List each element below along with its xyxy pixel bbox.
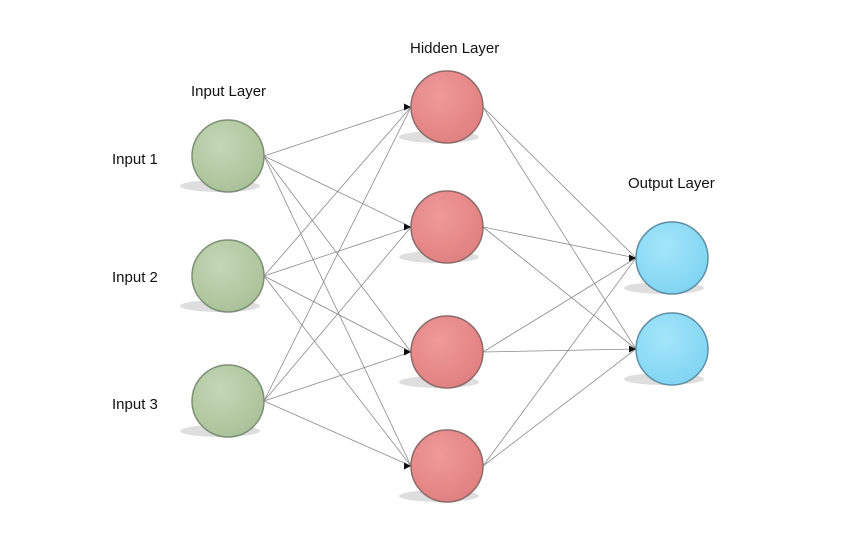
edge-input-3-to-hidden-3 xyxy=(263,351,412,402)
edge-hidden-4-to-output-2 xyxy=(482,348,637,467)
hidden-node-4 xyxy=(410,429,484,503)
edge-input-1-to-hidden-4 xyxy=(263,155,412,467)
arrowhead-hidden-3 xyxy=(404,348,411,356)
edge-input-1-to-hidden-1 xyxy=(263,106,412,157)
hidden-node-1 xyxy=(410,70,484,144)
edge-hidden-4-to-output-1 xyxy=(482,257,637,467)
edge-hidden-2-to-output-1 xyxy=(482,226,637,259)
nodes xyxy=(191,70,709,503)
input-node-2 xyxy=(191,239,265,313)
edge-input-2-to-hidden-4 xyxy=(263,275,412,467)
edge-hidden-2-to-output-2 xyxy=(482,226,637,350)
edge-hidden-3-to-output-2 xyxy=(482,348,637,353)
hidden-node-3 xyxy=(410,315,484,389)
edge-hidden-1-to-output-1 xyxy=(482,106,637,259)
edge-hidden-1-to-output-2 xyxy=(482,106,637,350)
connection-lines xyxy=(263,106,637,467)
edge-input-2-to-hidden-1 xyxy=(263,106,412,277)
edge-hidden-3-to-output-1 xyxy=(482,257,637,353)
arrowhead-hidden-2 xyxy=(404,223,411,231)
output-layer-title: Output Layer xyxy=(628,175,715,192)
edge-input-3-to-hidden-2 xyxy=(263,226,412,402)
input-layer-title: Input Layer xyxy=(191,83,266,100)
input-label-2: Input 2 xyxy=(112,269,158,286)
output-node-2 xyxy=(635,312,709,386)
arrowhead-hidden-1 xyxy=(404,103,411,111)
arrowhead-hidden-4 xyxy=(404,462,411,470)
input-label-3: Input 3 xyxy=(112,396,158,413)
arrowheads xyxy=(404,103,636,470)
arrowhead-output-1 xyxy=(629,254,636,262)
edge-input-2-to-hidden-2 xyxy=(263,226,412,277)
hidden-node-2 xyxy=(410,190,484,264)
input-node-3 xyxy=(191,364,265,438)
output-node-1 xyxy=(635,221,709,295)
input-node-1 xyxy=(191,119,265,193)
arrowhead-output-2 xyxy=(629,345,636,353)
hidden-layer-title: Hidden Layer xyxy=(410,40,499,57)
edge-input-3-to-hidden-4 xyxy=(263,400,412,467)
input-label-1: Input 1 xyxy=(112,151,158,168)
edge-input-3-to-hidden-1 xyxy=(263,106,412,402)
